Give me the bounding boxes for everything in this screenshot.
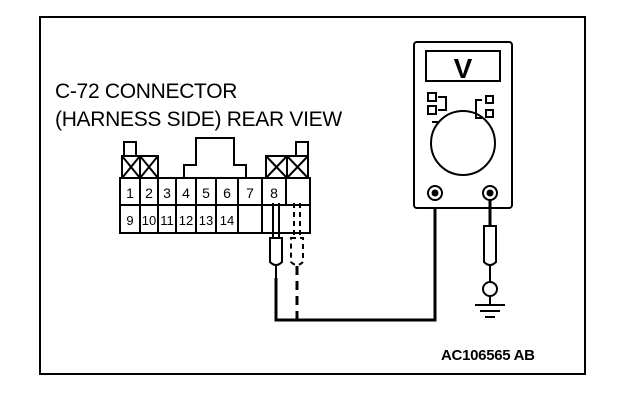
ground-probe <box>482 200 498 297</box>
pin-label: 10 <box>142 213 156 228</box>
pin-label: 12 <box>179 213 193 228</box>
test-leads <box>274 196 437 322</box>
ground-icon <box>475 296 505 318</box>
bottom-row-pins: 9 10 11 12 13 14 <box>126 213 234 228</box>
probe-tip <box>482 281 498 297</box>
pin-label: 2 <box>145 185 153 201</box>
connector-title-line1: C-72 CONNECTOR <box>55 80 238 103</box>
pin-label: 13 <box>199 213 213 228</box>
selector-dial <box>430 110 496 176</box>
reference-code: AC106565 AB <box>441 347 535 364</box>
voltmeter <box>413 41 513 209</box>
connector-title-line2: (HARNESS SIDE) REAR VIEW <box>55 108 342 131</box>
top-row-pins: 1 2 3 4 5 6 7 8 <box>126 185 278 201</box>
alternate-probe <box>290 203 304 266</box>
pin-label: 7 <box>246 185 254 201</box>
voltage-symbol: V <box>454 53 473 84</box>
right-lock-tab <box>295 141 309 157</box>
pin-label: 5 <box>202 185 210 201</box>
pin-label: 11 <box>160 213 174 228</box>
pin-label: 1 <box>126 185 134 201</box>
pin-label: 4 <box>182 185 190 201</box>
positive-probe <box>269 203 283 278</box>
pin-label: 3 <box>163 185 171 201</box>
center-lock <box>183 137 247 178</box>
meter-display <box>425 50 501 82</box>
left-lock-tab <box>123 141 137 157</box>
pin-label: 9 <box>126 213 133 228</box>
meter-lead <box>274 196 437 322</box>
pin-label: 8 <box>270 185 278 201</box>
pin-label: 6 <box>223 185 231 201</box>
pin-label: 14 <box>220 213 234 228</box>
diagram-frame <box>39 16 586 375</box>
